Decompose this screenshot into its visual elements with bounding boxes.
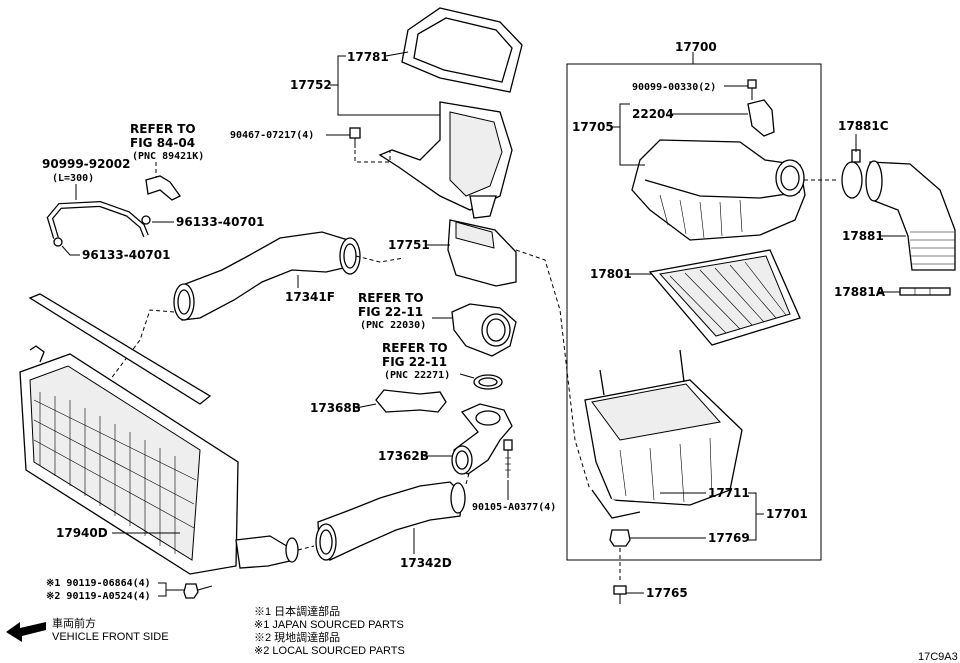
- band-17881A: [899, 287, 951, 296]
- label-17752: 17752: [290, 78, 332, 92]
- bolt-90467: [349, 127, 361, 148]
- intercooler-17940D: [19, 293, 299, 575]
- intercooler-hose-17342D: [315, 481, 466, 561]
- hose-clip-96133-a: [141, 215, 151, 225]
- label-17769: 17769: [708, 531, 750, 545]
- legend-line-4: ※2 LOCAL SOURCED PARTS: [254, 645, 405, 657]
- label-22204: 22204: [632, 107, 674, 121]
- legend-line-1: ※1 日本調達部品: [254, 604, 340, 618]
- air-cleaner-cover-17705: [631, 139, 806, 241]
- ref1-line3: (PNC 89421K): [132, 151, 204, 162]
- grommet-17769: [609, 529, 631, 547]
- label-96133-b: 96133-40701: [82, 248, 170, 262]
- figure-code: 17C9A3: [918, 651, 958, 663]
- legend-line-3: ※2 現地調達部品: [254, 630, 340, 644]
- gasket-22271: [473, 374, 503, 390]
- front-label-en: VEHICLE FRONT SIDE: [52, 631, 169, 643]
- label-17751: 17751: [388, 238, 430, 252]
- air-duct-seal-17781: [401, 7, 523, 93]
- intake-hose-17881: [865, 160, 956, 271]
- duct-17751: [447, 219, 517, 287]
- label-17701: 17701: [766, 507, 808, 521]
- ref1-line2: FIG 84-04: [130, 136, 195, 150]
- label-17881C: 17881C: [838, 119, 889, 133]
- label-17801: 17801: [590, 267, 632, 281]
- ref3-line2: FIG 22-11: [382, 355, 447, 369]
- front-arrow-icon: [6, 622, 46, 642]
- front-label-jp: 車両前方: [52, 616, 96, 630]
- inlet-pipe-17362B: [451, 403, 513, 475]
- label-17711: 17711: [708, 486, 750, 500]
- ref2-line2: FIG 22-11: [358, 305, 423, 319]
- hose-clip-96133-b: [53, 237, 63, 247]
- intercooler-hose-17341F: [173, 231, 361, 321]
- air-flow-meter-22204: [747, 99, 775, 137]
- cushion-17765: [613, 585, 627, 604]
- label-17881: 17881: [842, 229, 884, 243]
- label-17765: 17765: [646, 586, 688, 600]
- assembly-frame-17700: [566, 63, 822, 561]
- ref3-line3: (PNC 22271): [384, 370, 450, 381]
- label-17341F: 17341F: [285, 290, 335, 304]
- vacuum-hose-90999: [46, 200, 149, 239]
- throttle-body-22030: [451, 303, 517, 357]
- bracket-89421K: [145, 175, 181, 201]
- label-90105: 90105-A0377(4): [472, 502, 556, 513]
- hose-clamp-17881C: [841, 149, 863, 199]
- label-96133-a: 96133-40701: [176, 215, 264, 229]
- ref1-line1: REFER TO: [130, 122, 196, 136]
- ref2-line1: REFER TO: [358, 291, 424, 305]
- stud-bolt-90105: [503, 439, 513, 478]
- ref2-line3: (PNC 22030): [360, 320, 426, 331]
- label-17700: 17700: [675, 40, 717, 54]
- label-17342D: 17342D: [400, 556, 452, 570]
- label-90999: 90999-92002: [42, 157, 130, 171]
- ref3-line1: REFER TO: [382, 341, 448, 355]
- air-filter-17801: [648, 249, 801, 346]
- label-17368B: 17368B: [310, 401, 361, 415]
- air-cleaner-case-17711: [584, 349, 743, 519]
- label-90999-length: (L=300): [52, 173, 94, 184]
- label-17705: 17705: [572, 120, 614, 134]
- air-intake-duct-17752: [378, 101, 513, 219]
- legend-line-2: ※1 JAPAN SOURCED PARTS: [254, 619, 404, 631]
- label-90467: 90467-07217(4): [230, 130, 314, 141]
- label-17940D: 17940D: [56, 526, 108, 540]
- label-bolt-1: ※1 90119-06864(4): [46, 578, 151, 589]
- screw-90099: [747, 79, 757, 100]
- label-bolt-2: ※2 90119-A0524(4): [46, 591, 151, 602]
- label-17881A: 17881A: [834, 285, 886, 299]
- bracket-17368B: [375, 389, 447, 413]
- label-17362B: 17362B: [378, 449, 429, 463]
- bolt-90119: [183, 583, 213, 599]
- label-17781: 17781: [347, 50, 389, 64]
- label-90099-00330: 90099-00330(2): [632, 82, 716, 93]
